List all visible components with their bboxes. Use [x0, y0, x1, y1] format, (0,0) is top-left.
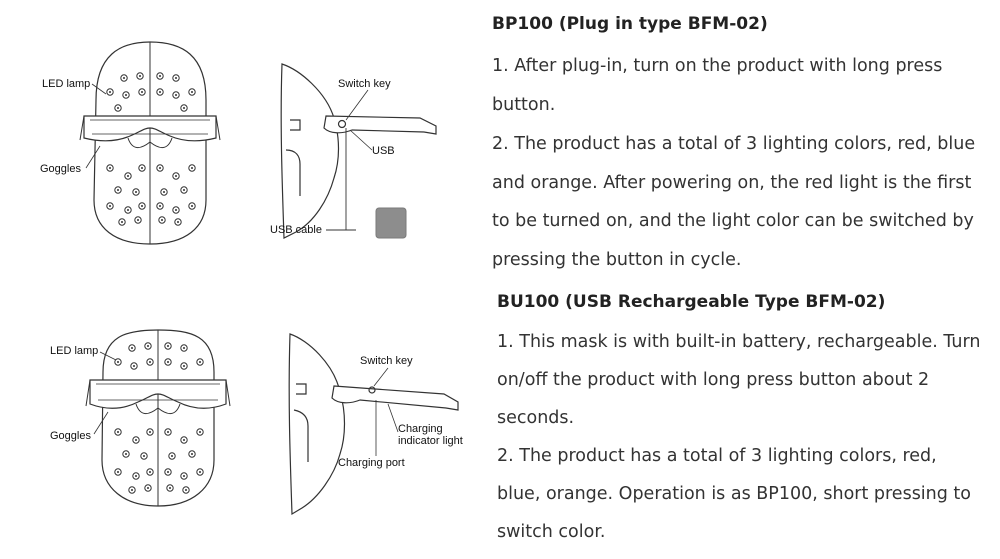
bu100-line-6: switch color. — [497, 522, 606, 542]
battery-front-callouts — [93, 351, 117, 435]
bu100-line-2: on/off the product with long press butto… — [497, 370, 930, 390]
battery-side-mask — [288, 333, 346, 516]
bp100-line-1: 1. After plug-in, turn on the product wi… — [492, 56, 943, 76]
plug-usb-cable-label: USB cable — [270, 224, 322, 236]
battery-side-callouts — [373, 367, 399, 456]
plug-side-mask — [280, 63, 340, 239]
bp100-heading: BP100 (Plug in type BFM-02) — [492, 14, 768, 34]
bu100-heading: BU100 (USB Rechargeable Type BFM-02) — [497, 292, 886, 312]
battery-side-temple — [331, 385, 459, 411]
bp100-line-3: 2. The product has a total of 3 lighting… — [492, 134, 976, 154]
battery-front-leds — [114, 342, 204, 494]
battery-goggles-label: Goggles — [50, 430, 91, 442]
mask-diagrams: LED lamp Goggles Switch key USB USB cabl… — [40, 41, 463, 516]
bp100-line-2: button. — [492, 95, 556, 115]
plug-goggles-label: Goggles — [40, 163, 81, 175]
charging-indicator-label-line2: indicator light — [398, 435, 463, 447]
bu100-line-4: 2. The product has a total of 3 lighting… — [497, 446, 937, 466]
plug-front-callouts — [85, 83, 107, 169]
battery-led-lamp-label: LED lamp — [50, 345, 98, 357]
plug-side-callouts — [345, 89, 373, 151]
bu100-line-1: 1. This mask is with built-in battery, r… — [497, 332, 981, 352]
plug-led-lamp-label: LED lamp — [42, 78, 90, 90]
bp100-line-6: pressing the button in cycle. — [492, 250, 742, 270]
battery-front-mask — [85, 329, 231, 507]
bu100-line-3: seconds. — [497, 408, 575, 428]
battery-switch-key-label: Switch key — [360, 355, 413, 367]
plug-switch-key-label: Switch key — [338, 78, 391, 90]
plug-front-leds — [106, 72, 196, 226]
plug-side-cable — [326, 128, 356, 231]
charging-port-label: Charging port — [338, 457, 405, 469]
charging-indicator-label-line1: Charging — [398, 423, 443, 435]
bp100-line-5: to be turned on, and the light color can… — [492, 211, 974, 231]
bp100-line-4: and orange. After powering on, the red l… — [492, 173, 972, 193]
bu100-line-5: blue, orange. Operation is as BP100, sho… — [497, 484, 972, 504]
usb-adapter — [375, 207, 407, 239]
plug-side-temple — [323, 115, 437, 135]
plug-front-mask — [79, 41, 221, 245]
plug-usb-label: USB — [372, 145, 395, 157]
